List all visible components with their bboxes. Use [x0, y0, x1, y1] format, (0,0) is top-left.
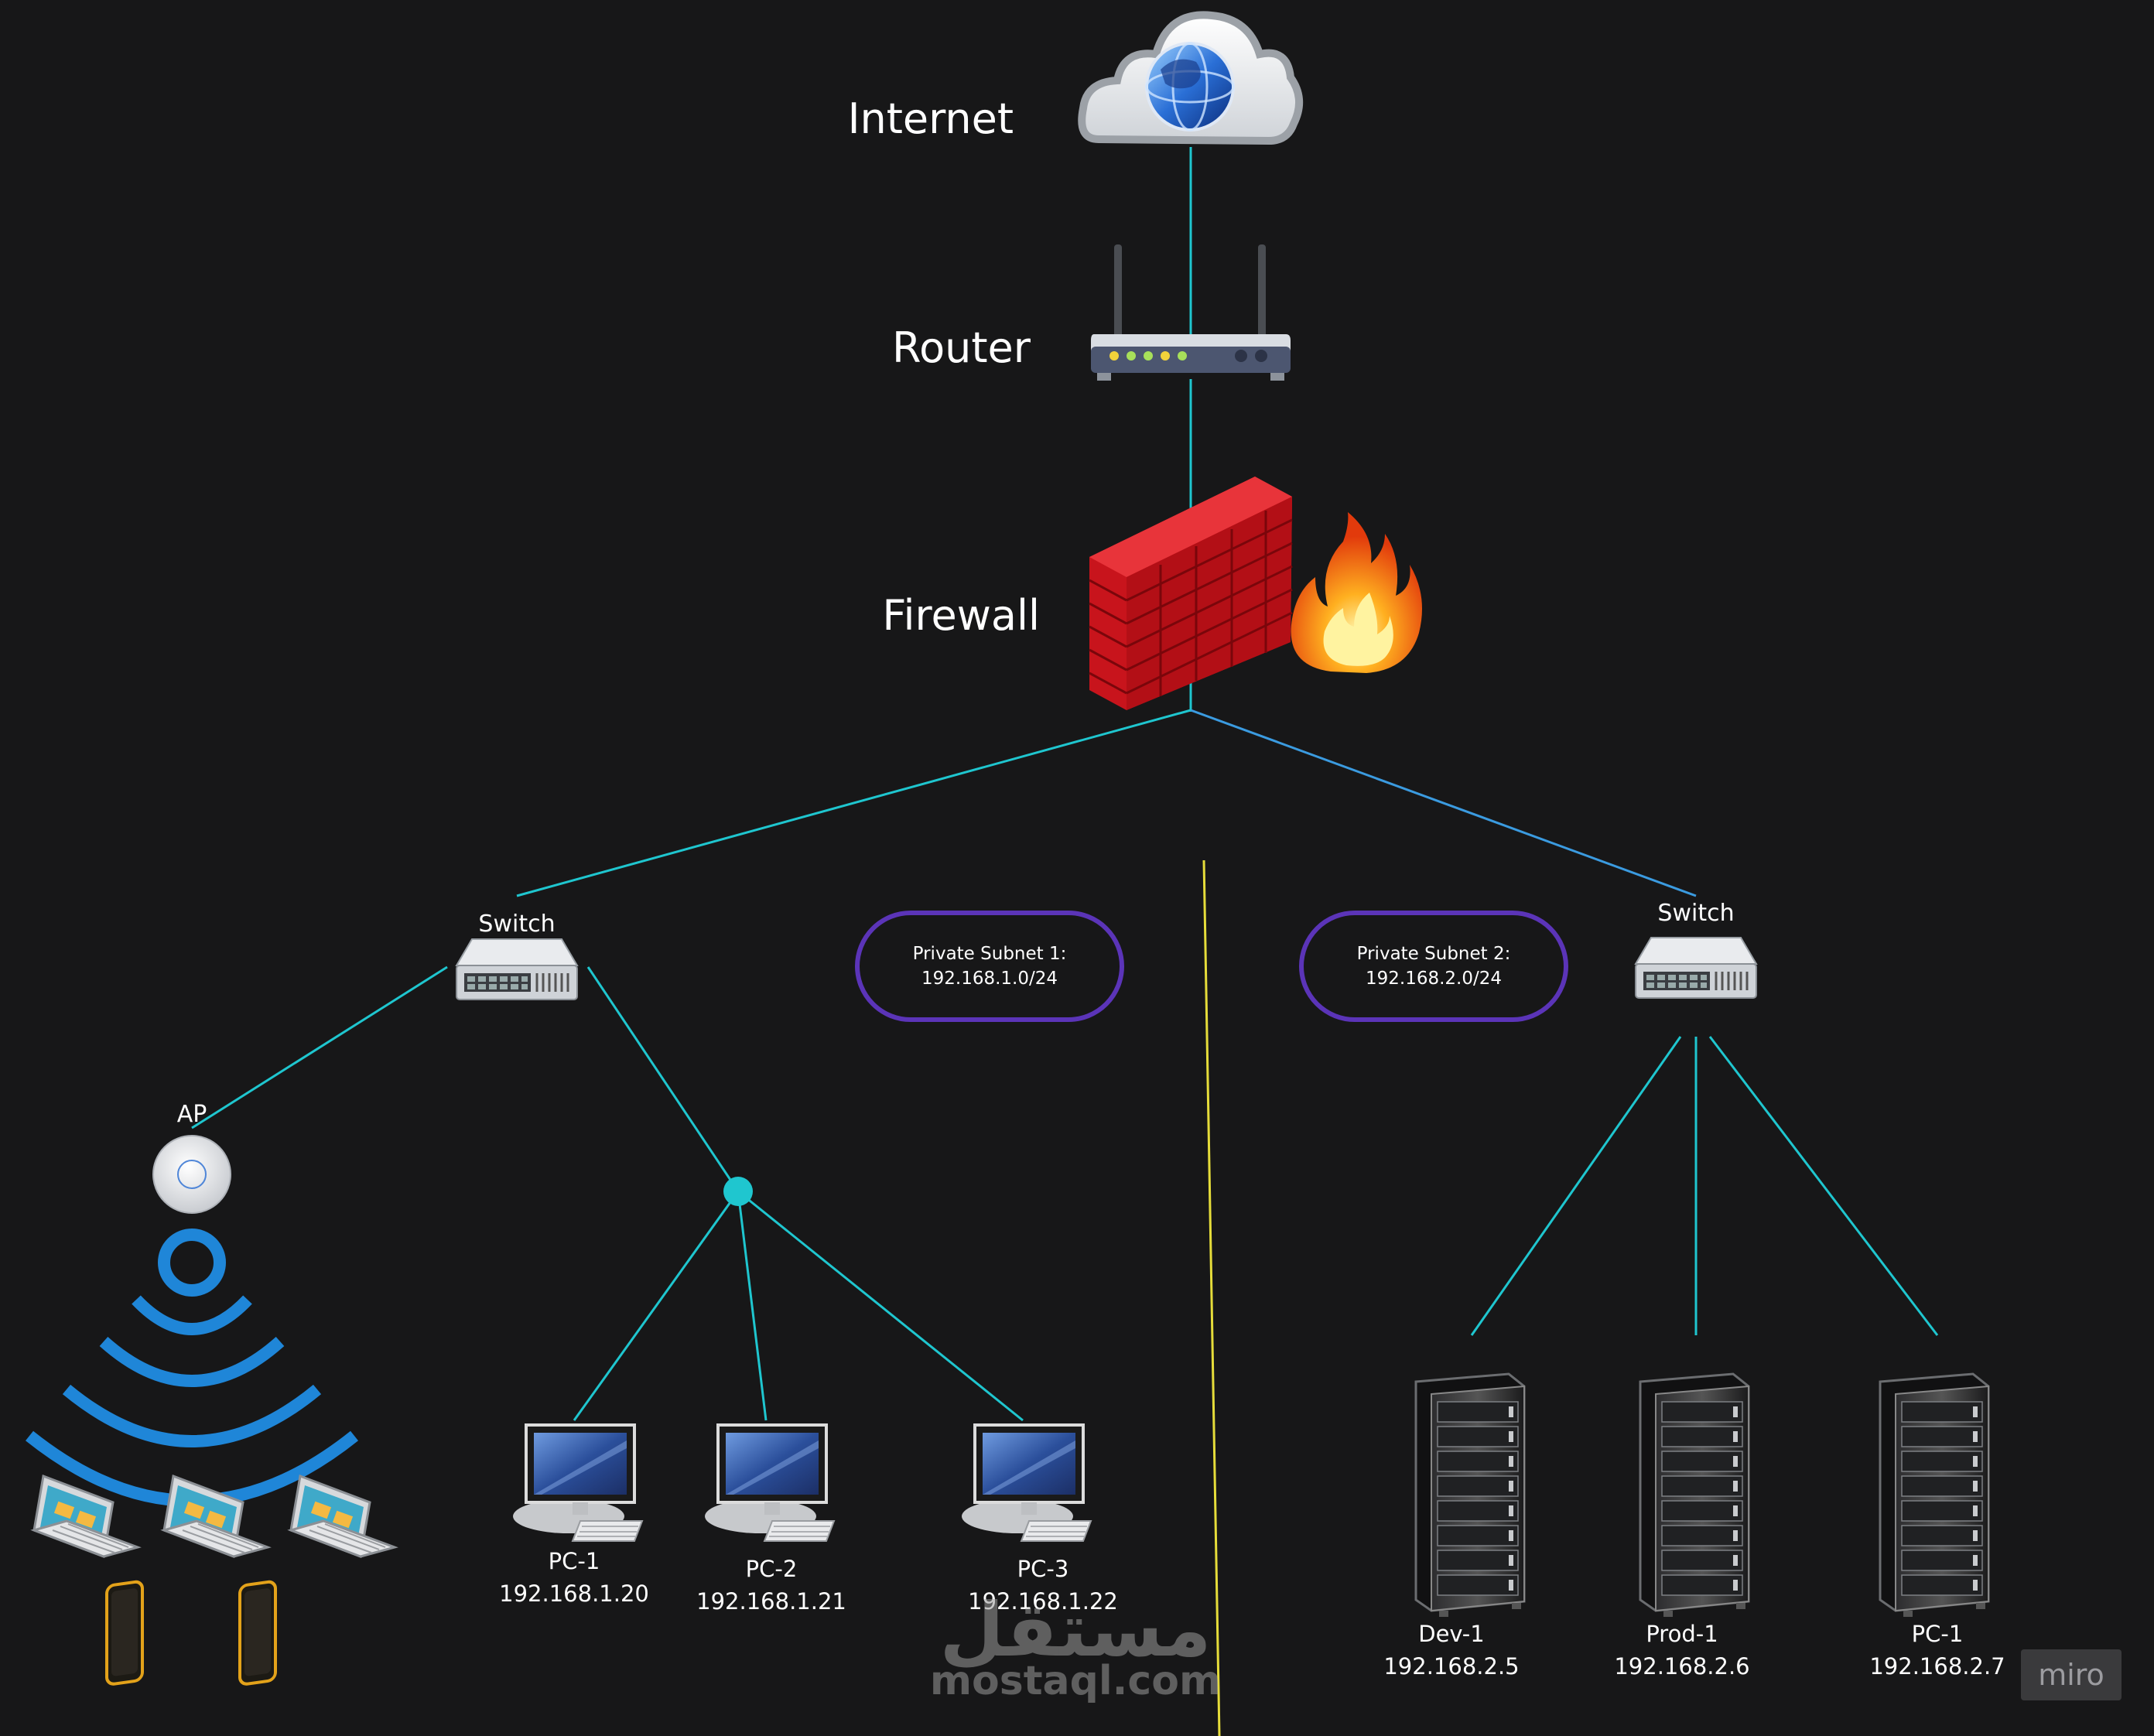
watermark-latin: mostaql.com — [930, 1658, 1221, 1704]
subnet-1-line2: 192.168.1.0/24 — [921, 969, 1058, 989]
link-switch2-pc1 — [1708, 1036, 1939, 1336]
link-firewall-switch1 — [516, 709, 1192, 897]
router-label: Router — [892, 323, 1031, 372]
access-point-node[interactable]: AP — [152, 1101, 231, 1214]
link-switch1-ap — [191, 965, 448, 1129]
pc-3-node[interactable]: PC-3 192.168.1.22 — [960, 1423, 1118, 1615]
firewall-label: Firewall — [882, 591, 1040, 640]
server-prod-1-node[interactable]: Prod-1 192.168.2.6 — [1614, 1372, 1750, 1680]
link-firewall-switch2 — [1190, 709, 1697, 897]
pc-1-ip: 192.168.1.20 — [499, 1581, 649, 1607]
subnet-divider — [1202, 859, 1221, 1736]
server-rack-icon — [1879, 1372, 1990, 1618]
pc-1-name: PC-1 — [549, 1548, 600, 1574]
link-switch2-dev1 — [1470, 1036, 1682, 1336]
server-pc-1-name: PC-1 — [1912, 1621, 1964, 1647]
server-pc-1-ip: 192.168.2.7 — [1869, 1653, 2005, 1680]
server-dev-1-name: Dev-1 — [1418, 1621, 1484, 1647]
desktop-pc-icon — [960, 1423, 1092, 1543]
phone-icon — [105, 1579, 144, 1686]
switch-2-node[interactable]: Switch — [1634, 900, 1758, 1000]
server-dev-1-node[interactable]: Dev-1 192.168.2.5 — [1383, 1372, 1526, 1680]
firewall-node[interactable]: Firewall — [882, 477, 1422, 710]
server-rack-icon — [1639, 1372, 1750, 1618]
link-hub-pc2 — [737, 1191, 768, 1421]
server-prod-1-ip: 192.168.2.6 — [1614, 1653, 1749, 1680]
desktop-pc-icon — [703, 1423, 836, 1543]
switch-1-label: Switch — [478, 911, 555, 938]
firewall-brick-icon — [1089, 477, 1293, 710]
pc-3-ip: 192.168.1.22 — [968, 1588, 1118, 1615]
router-icon — [1091, 244, 1291, 381]
desktop-pc-icon — [511, 1423, 644, 1543]
subnet-1-line1: Private Subnet 1: — [913, 944, 1067, 964]
switch-2-label: Switch — [1657, 900, 1734, 927]
internet-label: Internet — [848, 94, 1014, 143]
pc-3-name: PC-3 — [1017, 1556, 1069, 1582]
fire-icon — [1291, 512, 1422, 673]
switch-icon — [455, 938, 579, 1001]
switch-icon — [1634, 936, 1758, 1000]
switch-1-node[interactable]: Switch — [455, 911, 579, 1001]
server-rack-icon — [1414, 1372, 1526, 1618]
link-switch1-hub — [586, 966, 740, 1192]
server-pc-1-node[interactable]: PC-1 192.168.2.7 — [1869, 1372, 2005, 1680]
server-dev-1-ip: 192.168.2.5 — [1383, 1653, 1519, 1680]
link-hub-pc3 — [737, 1190, 1024, 1422]
watermark-arabic: مستقل — [939, 1587, 1211, 1673]
server-prod-1-name: Prod-1 — [1646, 1621, 1718, 1647]
pc-2-node[interactable]: PC-2 192.168.1.21 — [696, 1423, 846, 1615]
router-node[interactable]: Router — [892, 244, 1291, 381]
access-point-icon — [152, 1135, 231, 1214]
ap-label: AP — [177, 1101, 207, 1128]
phone-icon — [238, 1579, 277, 1686]
link-hub-pc1 — [573, 1191, 740, 1421]
subnet-1-pill: Private Subnet 1: 192.168.1.0/24 — [855, 911, 1124, 1022]
pc-2-name: PC-2 — [746, 1556, 798, 1582]
cloud-globe-icon — [1078, 11, 1304, 145]
subnet-2-line2: 192.168.2.0/24 — [1366, 969, 1502, 989]
subnet-2-pill: Private Subnet 2: 192.168.2.0/24 — [1299, 911, 1568, 1022]
miro-badge-label: miro — [2038, 1658, 2104, 1692]
mostaql-watermark: مستقل mostaql.com — [930, 1587, 1221, 1704]
pc-1-node[interactable]: PC-1 192.168.1.20 — [499, 1423, 649, 1607]
internet-node[interactable]: Internet — [848, 11, 1304, 145]
subnet-2-line1: Private Subnet 2: — [1357, 944, 1511, 964]
hub-dot — [723, 1177, 753, 1206]
miro-badge[interactable]: miro — [2021, 1649, 2122, 1700]
pc-2-ip: 192.168.1.21 — [696, 1588, 846, 1615]
